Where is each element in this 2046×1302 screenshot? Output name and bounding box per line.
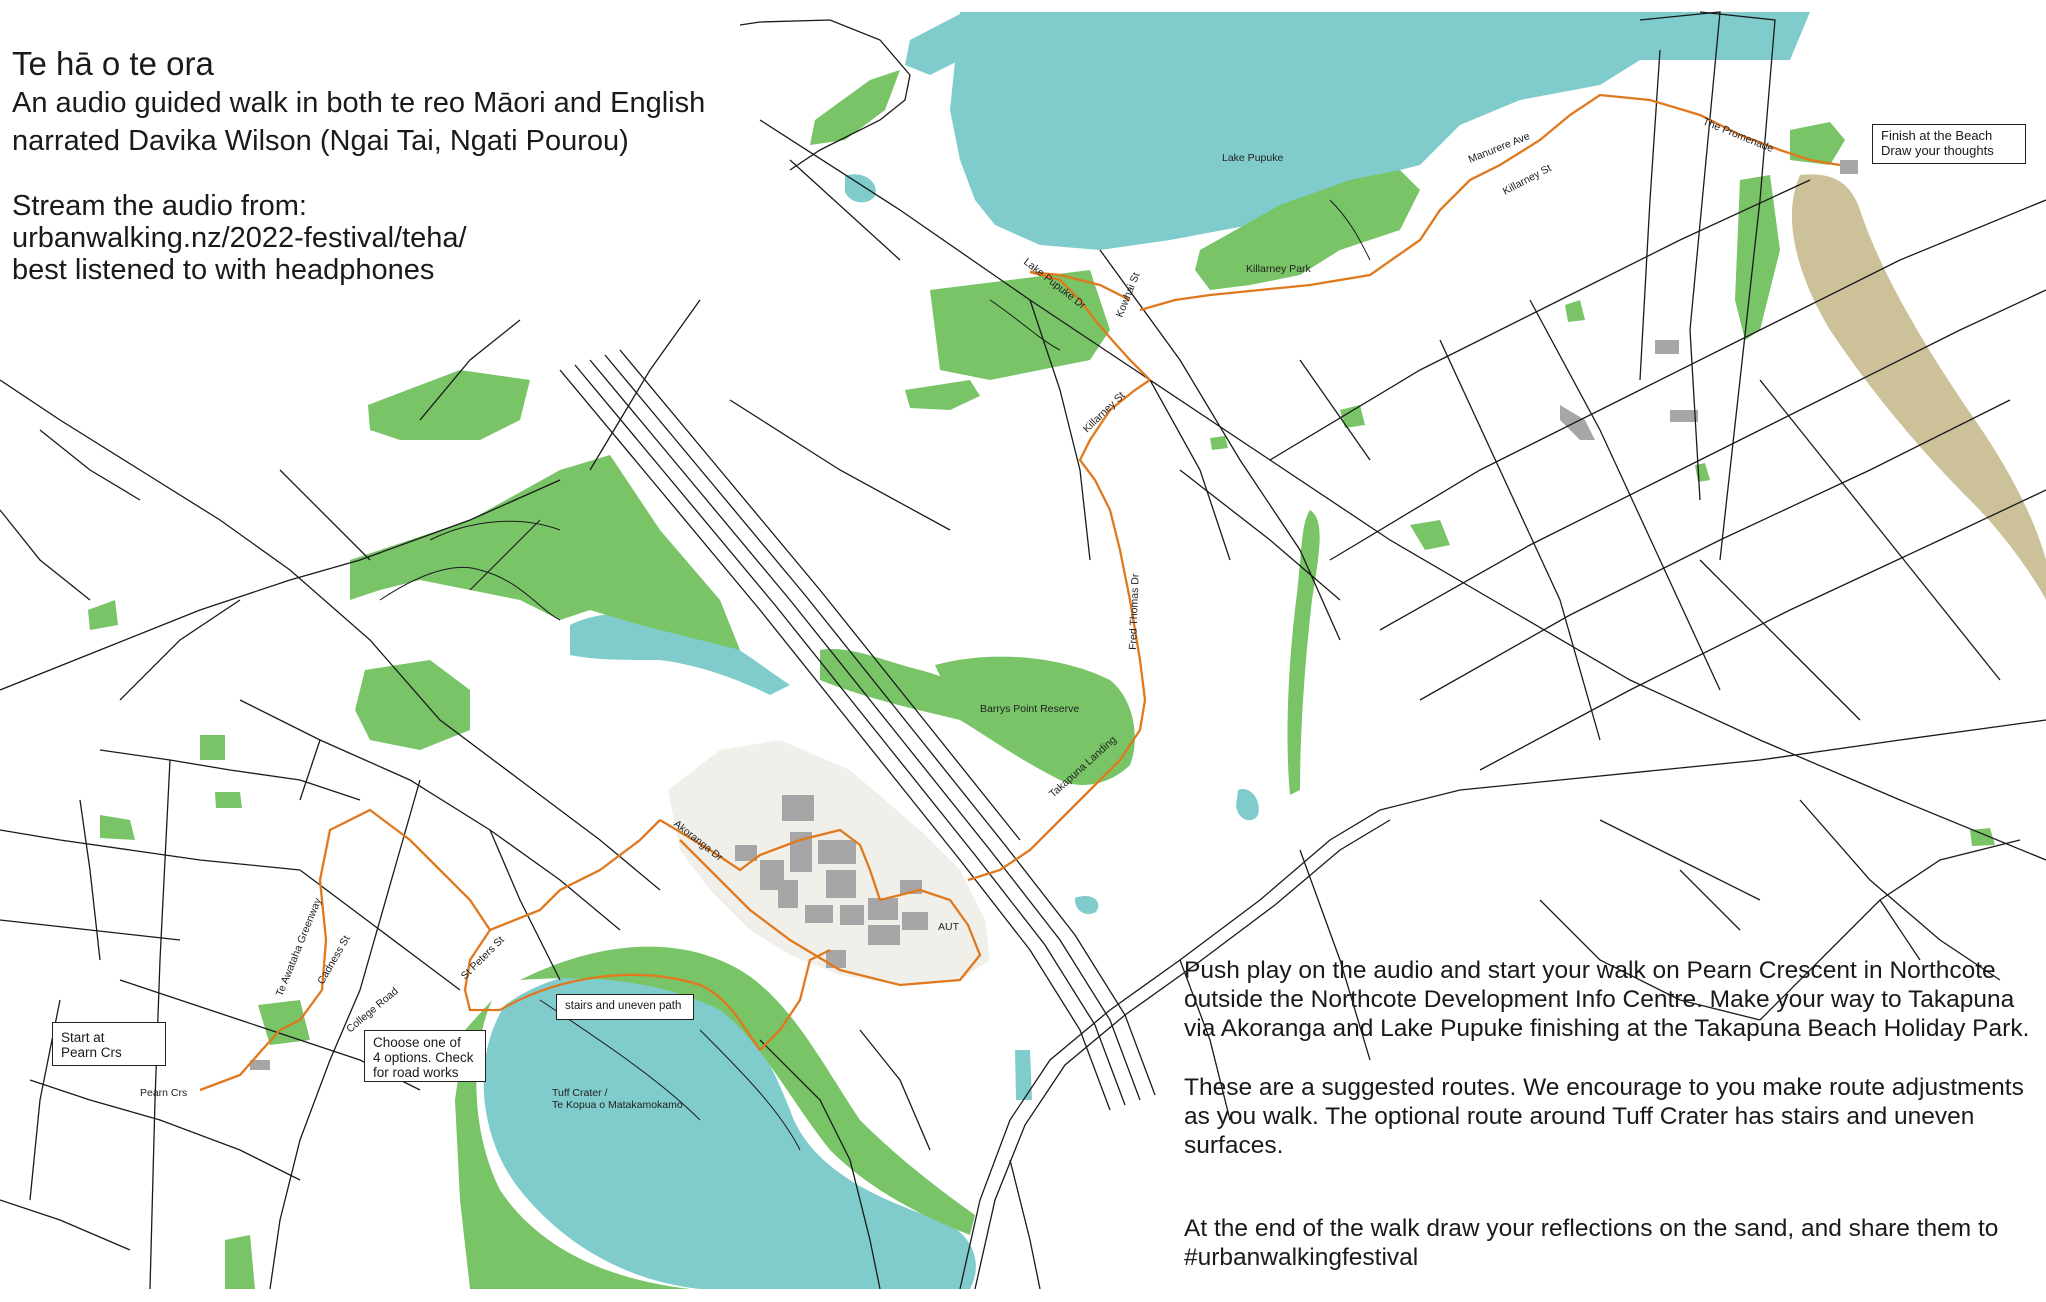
label-fred-thomas: Fred Thomas Dr <box>1127 573 1142 650</box>
label-barrys-point: Barrys Point Reserve <box>980 703 1079 715</box>
walking-route <box>199 93 1841 1092</box>
stream-line-3: best listened to with headphones <box>12 254 435 286</box>
stream-url[interactable]: urbanwalking.nz/2022-festival/teha/ <box>12 222 467 254</box>
stairs-callout: stairs and uneven path <box>556 994 694 1020</box>
instructions-paragraph-1: Push play on the audio and start your wa… <box>1184 957 2030 1042</box>
stream-line-1: Stream the audio from: <box>12 190 307 222</box>
small-pond-1 <box>845 174 876 203</box>
small-pond-3 <box>1074 895 1099 915</box>
subtitle-line-2: narrated Davika Wilson (Ngai Tai, Ngati … <box>12 125 629 157</box>
start-callout: Start at Pearn Crs <box>52 1022 166 1066</box>
label-cadness: Cadness St <box>315 933 353 986</box>
place-labels: Lake Pupuke Killarney Park Barrys Point … <box>552 152 1312 1111</box>
options-line-1: Choose one of <box>373 1035 461 1050</box>
options-line-3: for road works <box>373 1065 459 1080</box>
creek-pond <box>570 613 790 695</box>
label-tuff-crater-1: Tuff Crater / <box>552 1087 608 1099</box>
instructions-paragraph-2: These are a suggested routes. We encoura… <box>1184 1074 2024 1159</box>
stairs-text: stairs and uneven path <box>565 1000 682 1012</box>
label-promenade: The Promenade <box>1701 116 1775 155</box>
walk-instructions: Push play on the audio and start your wa… <box>1184 956 2044 1302</box>
finish-callout: Finish at the Beach Draw your thoughts <box>1872 124 2026 164</box>
options-callout: Choose one of 4 options. Check for road … <box>364 1030 486 1082</box>
label-tuff-crater-2: Te Kopua o Matakamokamo <box>552 1099 683 1111</box>
label-killarney-park: Killarney Park <box>1246 263 1312 275</box>
label-pearn: Pearn Crs <box>140 1087 187 1099</box>
options-line-2: 4 options. Check <box>373 1050 474 1065</box>
label-lake-pupuke: Lake Pupuke <box>1222 152 1283 164</box>
park-paths <box>379 199 1371 1151</box>
lake-west-inlet <box>905 14 975 75</box>
subtitle-line-1: An audio guided walk in both te reo Māor… <box>12 87 706 119</box>
label-aut: AUT <box>938 921 960 933</box>
lake-pupuke <box>950 12 1810 250</box>
page-title: Te hā o te ora <box>12 45 214 82</box>
finish-line-2: Draw your thoughts <box>1881 143 1994 158</box>
stream-info: Stream the audio from: urbanwalking.nz/2… <box>12 190 467 286</box>
label-killarney-lower: Killarney St <box>1081 390 1128 436</box>
label-killarney-upper: Killarney St <box>1501 162 1554 198</box>
instructions-paragraph-3: At the end of the walk draw your reflect… <box>1184 1215 1999 1271</box>
label-awataha: Te Awataha Greenway <box>274 896 325 998</box>
start-line-2: Pearn Crs <box>61 1045 122 1060</box>
park-areas <box>88 70 1995 1289</box>
takapuna-beach-sand <box>1791 174 2046 600</box>
start-line-1: Start at <box>61 1030 105 1045</box>
water-areas <box>483 12 1810 1289</box>
label-college: College Road <box>344 985 401 1035</box>
creek-2 <box>1015 1050 1032 1100</box>
road-network <box>0 11 2046 1289</box>
label-manurere: Manurere Ave <box>1467 130 1532 166</box>
tuff-crater-lake <box>483 969 976 1289</box>
small-pond-2 <box>1236 789 1259 821</box>
title-block: Te hā o te ora An audio guided walk in b… <box>12 44 705 160</box>
finish-line-1: Finish at the Beach <box>1881 128 1993 143</box>
